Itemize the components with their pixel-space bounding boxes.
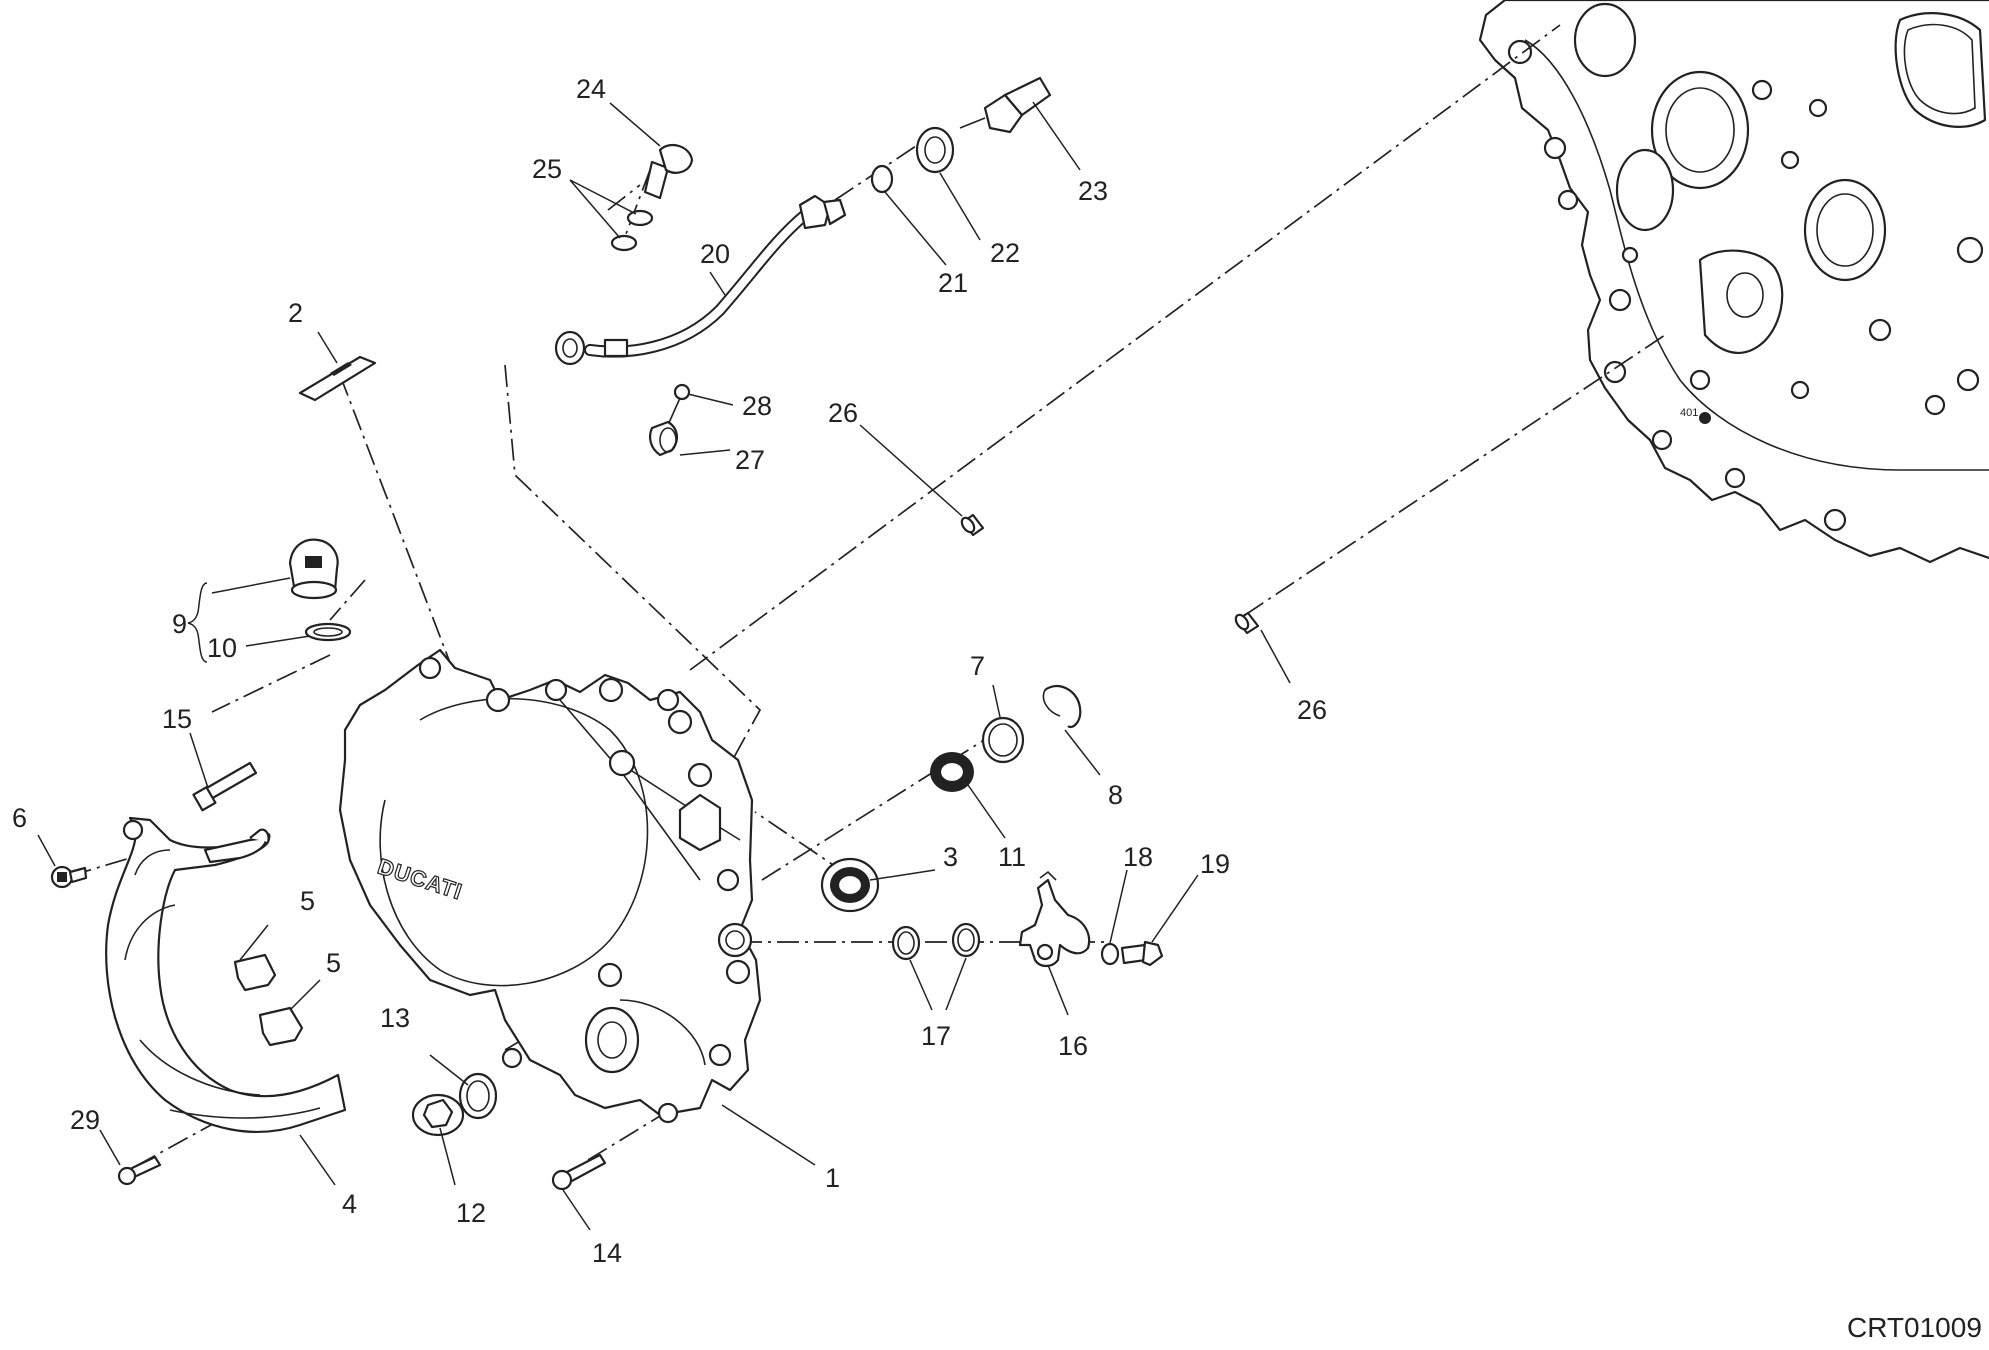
part-11-bearing [930, 752, 974, 792]
crankcase-half: 401 [1478, 0, 1989, 564]
part-10-o-ring [304, 622, 352, 642]
part-24-banjo-bolt [643, 143, 694, 200]
part-22-washer [915, 126, 955, 174]
part-8-circlip [1044, 684, 1082, 729]
part-23-sensor [959, 76, 1052, 134]
callout-1: 1 [825, 1163, 840, 1193]
part-5-pad-a [233, 953, 277, 992]
callout-16: 16 [1058, 1031, 1088, 1061]
part-28-screw [673, 383, 691, 401]
part-12-plug [411, 1093, 465, 1137]
callout-21: 21 [938, 268, 968, 298]
drawing-code: CRT01009 [1847, 1312, 1982, 1343]
callout-22: 22 [990, 238, 1020, 268]
crankcase-mark: 401 [1680, 407, 1698, 419]
callout-9: 9 [172, 609, 187, 639]
callout-18: 18 [1123, 842, 1153, 872]
part-18-washer [1100, 942, 1120, 966]
callout-19: 19 [1200, 849, 1230, 879]
callout-15: 15 [162, 704, 192, 734]
callout-10: 10 [207, 633, 237, 663]
callout-25: 25 [532, 154, 562, 184]
part-9-oil-cap [288, 538, 339, 600]
callout-23: 23 [1078, 176, 1108, 206]
callout-8: 8 [1108, 780, 1123, 810]
callout-27: 27 [735, 445, 765, 475]
callout-29: 29 [70, 1105, 100, 1135]
callout-3: 3 [943, 842, 958, 872]
part-2-plate [298, 355, 377, 402]
callout-26a: 26 [828, 398, 858, 428]
clutch-guard [105, 816, 347, 1133]
leader-lines [37, 101, 1291, 1231]
part-13-o-ring [458, 1072, 498, 1120]
callout-14: 14 [592, 1238, 622, 1268]
part-20-oil-pipe [554, 194, 847, 366]
callout-2: 2 [288, 298, 303, 328]
callout-4: 4 [342, 1189, 357, 1219]
clutch-cover: DUCATI [338, 648, 762, 1124]
part-17-o-ring-b [951, 922, 981, 958]
part-16-fitting [1018, 870, 1091, 968]
part-25-washer-b [610, 234, 638, 252]
callout-11: 11 [998, 842, 1026, 872]
part-19-bolt [1120, 940, 1164, 967]
callout-5b: 5 [326, 948, 341, 978]
callout-7: 7 [970, 651, 985, 681]
callout-6: 6 [12, 803, 27, 833]
callout-13: 13 [380, 1003, 410, 1033]
callout-17: 17 [921, 1021, 951, 1051]
callouts: 2 3 1 4 5 5 6 7 8 9 10 11 12 13 14 15 16… [12, 74, 1327, 1268]
part-25-washer-a [626, 209, 654, 227]
small-parts [50, 76, 1260, 1191]
part-3-seal [820, 857, 880, 913]
part-17-o-ring-a [891, 925, 921, 961]
part-5-pad-b [258, 1006, 304, 1047]
callout-28: 28 [742, 391, 772, 421]
callout-26b: 26 [1297, 695, 1327, 725]
callout-20: 20 [700, 239, 730, 269]
callout-12: 12 [456, 1198, 486, 1228]
callout-5a: 5 [300, 886, 315, 916]
part-21-washer [870, 164, 894, 194]
callout-24: 24 [576, 74, 606, 104]
